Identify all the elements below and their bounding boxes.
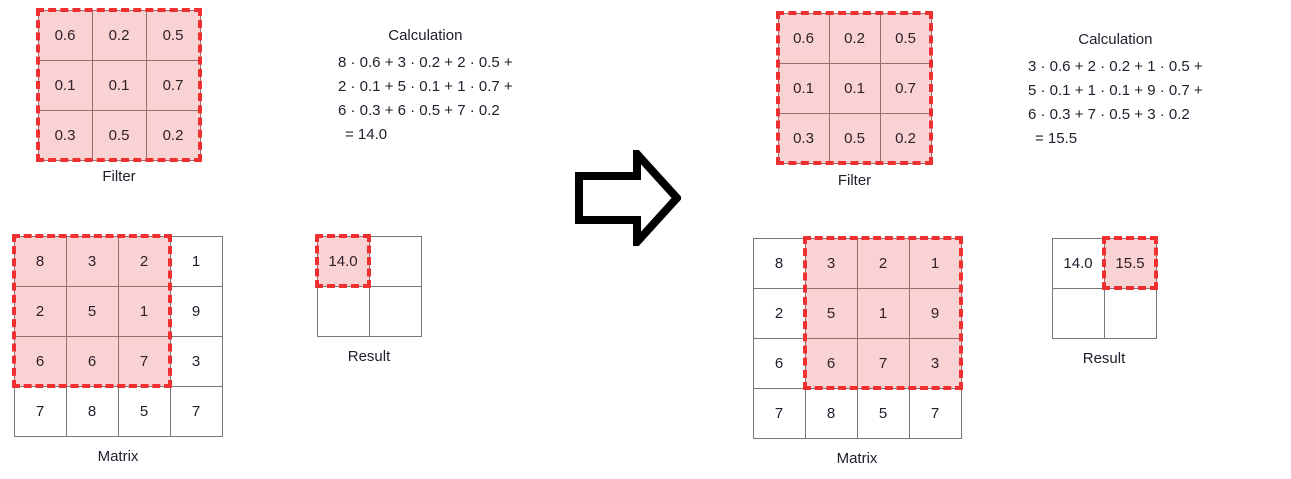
left-calculation-line-3: 6 · 0.3 + 6 · 0.5 + 7 · 0.2: [338, 102, 500, 119]
right-filter-caption: Filter: [837, 172, 872, 189]
left-matrix-cell: 7: [117, 335, 171, 387]
left-matrix-cell: 2: [13, 285, 67, 337]
right-arrow-icon: [575, 143, 683, 253]
right-matrix-cell: 8: [804, 387, 858, 439]
right-matrix-caption: Matrix: [836, 450, 878, 467]
right-filter-cell: 0.3: [777, 112, 830, 164]
left-filter-cell: 0.2: [91, 9, 147, 61]
left-filter-cell: 0.3: [37, 109, 93, 161]
left-result-cell: [368, 235, 422, 287]
left-matrix-cell: 3: [65, 235, 119, 287]
left-calculation: Calculation 8 · 0.6 + 3 · 0.2 + 2 · 0.5 …: [338, 24, 513, 147]
right-matrix-cell: 3: [804, 237, 858, 289]
right-matrix-cell: 5: [804, 287, 858, 339]
left-matrix-cell: 8: [13, 235, 67, 287]
right-matrix-cell: 2: [752, 287, 806, 339]
left-matrix-cell: 7: [13, 385, 67, 437]
left-matrix-cell: 5: [117, 385, 171, 437]
right-matrix-cell: 6: [752, 337, 806, 389]
right-matrix-cell: 1: [908, 237, 962, 289]
left-calculation-result: = 14.0: [345, 126, 388, 143]
left-filter-cell: 0.7: [145, 59, 201, 111]
left-matrix-cell: 8: [65, 385, 119, 437]
left-filter-cell: 0.5: [91, 109, 147, 161]
left-result-grid: 14.0: [316, 235, 422, 337]
left-matrix-cell: 3: [169, 335, 223, 387]
right-filter-cell: 0.7: [879, 62, 932, 114]
right-calculation: Calculation 3 · 0.6 + 2 · 0.2 + 1 · 0.5 …: [1028, 28, 1203, 151]
left-filter-cell: 0.1: [91, 59, 147, 111]
right-matrix-cell: 6: [804, 337, 858, 389]
right-filter-cell: 0.5: [879, 12, 932, 64]
right-matrix-cell: 1: [856, 287, 910, 339]
left-filter-caption: Filter: [102, 168, 136, 185]
left-matrix-cell: 7: [169, 385, 223, 437]
right-matrix-cell: 3: [908, 337, 962, 389]
right-calculation-title: Calculation: [1078, 31, 1153, 48]
right-matrix-cell: 7: [752, 387, 806, 439]
left-calculation-line-1: 8 · 0.6 + 3 · 0.2 + 2 · 0.5 +: [338, 54, 513, 71]
left-calculation-line-2: 2 · 0.1 + 5 · 0.1 + 1 · 0.7 +: [338, 78, 513, 95]
right-result-cell: [1103, 287, 1157, 339]
right-filter-cell: 0.2: [879, 112, 932, 164]
right-result-caption: Result: [1082, 350, 1126, 367]
left-matrix-cell: 2: [117, 235, 171, 287]
right-matrix-cell: 9: [908, 287, 962, 339]
left-filter-cell: 0.2: [145, 109, 201, 161]
left-filter-cell: 0.5: [145, 9, 201, 61]
left-matrix-cell: 6: [13, 335, 67, 387]
right-matrix-cell: 8: [752, 237, 806, 289]
left-result-caption: Result: [347, 348, 391, 365]
left-calculation-title: Calculation: [388, 27, 463, 44]
right-calculation-line-2: 5 · 0.1 + 1 · 0.1 + 9 · 0.7 +: [1028, 82, 1203, 99]
left-matrix-cell: 5: [65, 285, 119, 337]
left-filter-cell: 0.1: [37, 59, 93, 111]
right-matrix-cell: 2: [856, 237, 910, 289]
right-calculation-line-3: 6 · 0.3 + 7 · 0.5 + 3 · 0.2: [1028, 106, 1190, 123]
right-filter-cell: 0.1: [828, 62, 881, 114]
right-matrix-cell: 5: [856, 387, 910, 439]
right-matrix-cell: 7: [856, 337, 910, 389]
right-filter-cell: 0.6: [777, 12, 830, 64]
right-filter-cell: 0.2: [828, 12, 881, 64]
right-result-cell: [1051, 287, 1105, 339]
left-matrix-cell: 1: [169, 235, 223, 287]
left-matrix-cell: 1: [117, 285, 171, 337]
left-filter-cell: 0.6: [37, 9, 93, 61]
left-matrix-cell: 6: [65, 335, 119, 387]
right-calculation-line-1: 3 · 0.6 + 2 · 0.2 + 1 · 0.5 +: [1028, 58, 1203, 75]
right-result-cell: 14.0: [1051, 237, 1105, 289]
left-matrix-caption: Matrix: [97, 448, 139, 465]
left-result-cell: 14.0: [316, 235, 370, 287]
right-filter-cell: 0.5: [828, 112, 881, 164]
right-filter-cell: 0.1: [777, 62, 830, 114]
right-calculation-result: = 15.5: [1035, 130, 1078, 147]
left-result-cell: [316, 285, 370, 337]
right-matrix-cell: 7: [908, 387, 962, 439]
right-result-cell: 15.5: [1103, 237, 1157, 289]
left-matrix-cell: 9: [169, 285, 223, 337]
left-result-cell: [368, 285, 422, 337]
